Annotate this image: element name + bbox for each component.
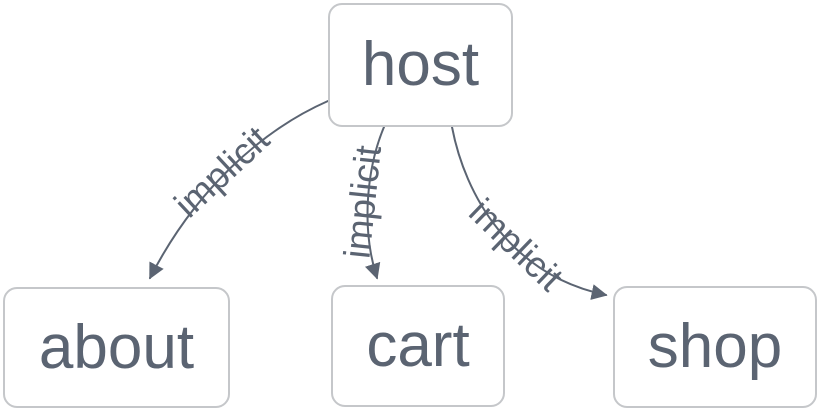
edge-line: [451, 126, 608, 300]
edge-label: implicit: [461, 191, 571, 300]
node-label: shop: [647, 312, 783, 381]
edge-line: [364, 126, 385, 280]
node-label: about: [38, 312, 195, 382]
node-cart: cart: [331, 285, 505, 407]
edge-label: implicit: [336, 143, 389, 260]
edge-line: [149, 100, 329, 280]
node-shop: shop: [613, 286, 817, 408]
edge-host-shop: implicit: [451, 126, 608, 300]
node-about: about: [3, 287, 230, 408]
edge-host-about: implicit: [149, 100, 329, 280]
edge-label: implicit: [166, 118, 277, 226]
node-label: host: [361, 30, 480, 99]
edge-host-cart: implicit: [336, 126, 389, 280]
node-label: cart: [366, 311, 470, 380]
node-host: host: [328, 3, 513, 127]
